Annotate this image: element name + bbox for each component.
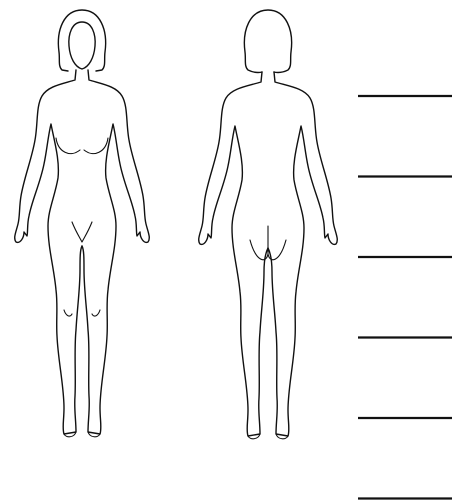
front-knee-right	[92, 310, 100, 316]
front-pelvis	[72, 222, 92, 242]
front-face	[69, 22, 95, 69]
front-body-left	[15, 70, 82, 434]
back-figure	[199, 10, 338, 439]
front-chest-right	[84, 138, 108, 154]
front-chest-left	[56, 138, 80, 154]
back-head	[244, 10, 291, 73]
front-hair	[58, 10, 105, 71]
front-knee-left	[64, 310, 72, 316]
front-figure	[15, 10, 150, 437]
label-lines	[358, 96, 452, 499]
back-body-right	[268, 72, 337, 436]
front-body-right	[82, 70, 149, 434]
back-body-left	[199, 72, 268, 436]
